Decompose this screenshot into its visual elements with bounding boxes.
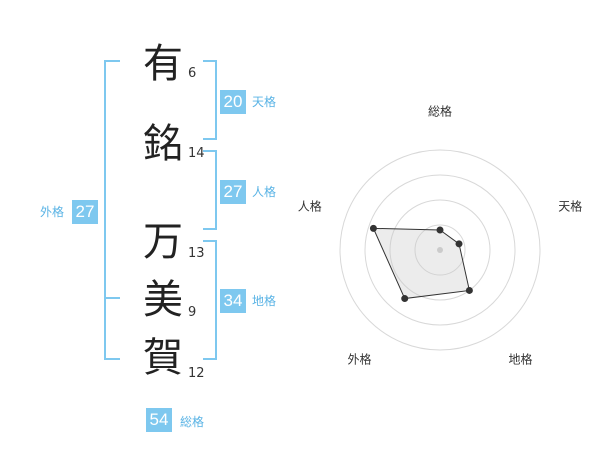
stroke-count-2: 14 (188, 146, 205, 161)
soukaku-score: 54 (146, 408, 172, 432)
radar-ring (414, 224, 466, 276)
name-char-4: 美 (143, 277, 183, 323)
soukaku-label: 総格 (180, 415, 205, 429)
radar-point-3 (465, 286, 473, 294)
radar-ring (339, 149, 541, 351)
tenkaku-bracket (203, 60, 217, 140)
jinkaku-bracket (203, 150, 217, 230)
name-char-5: 賀 (143, 335, 183, 381)
name-char-3: 万 (143, 219, 183, 265)
radar-point-2 (455, 240, 463, 248)
radar-point-5 (369, 224, 377, 232)
radar-axis-label-3: 地格 (508, 352, 533, 367)
jinkaku-label: 人格 (252, 185, 277, 199)
radar-point-1 (436, 226, 444, 234)
radar-axis-label-2: 天格 (558, 199, 583, 214)
radar-axis-label-1: 総格 (427, 104, 453, 119)
gaikaku-score: 27 (72, 200, 98, 224)
stroke-count-3: 13 (188, 246, 205, 261)
radar-axis-label-5: 人格 (297, 199, 322, 214)
tenkaku-score: 20 (220, 90, 246, 114)
chikaku-bracket (203, 240, 217, 360)
stroke-count-4: 9 (188, 305, 197, 320)
jinkaku-score: 27 (220, 180, 246, 204)
chikaku-label: 地格 (252, 294, 277, 308)
stroke-count-5: 12 (188, 366, 205, 381)
radar-axis-label-4: 外格 (347, 352, 372, 367)
radar-center (437, 247, 443, 253)
gaikaku-label: 外格 (40, 205, 65, 219)
radar-ring (389, 199, 491, 301)
name-char-2: 銘 (143, 121, 183, 167)
gaikaku-bracket (104, 60, 120, 360)
gaikaku-connector (104, 297, 120, 299)
name-char-1: 有 (143, 41, 183, 87)
radar-polygon (372, 227, 470, 300)
tenkaku-label: 天格 (252, 95, 277, 109)
stroke-count-1: 6 (188, 66, 197, 81)
chikaku-score: 34 (220, 289, 246, 313)
radar-point-4 (401, 295, 409, 303)
radar-ring (364, 174, 516, 326)
